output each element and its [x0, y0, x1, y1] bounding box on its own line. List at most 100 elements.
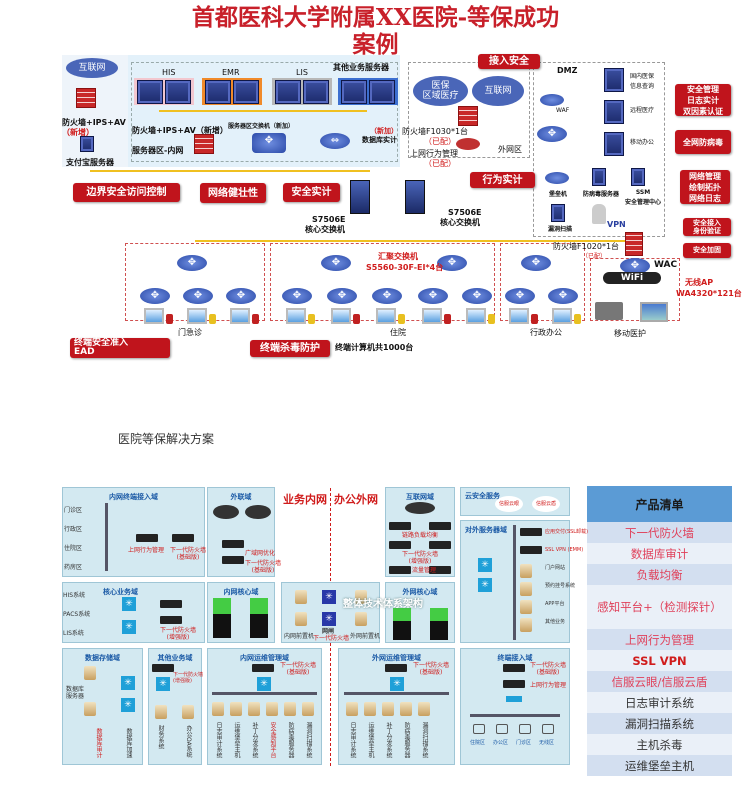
his-label: HIS: [162, 68, 176, 77]
area-label: 门诊区: [516, 740, 532, 746]
area-label: 住院区: [64, 545, 83, 552]
switch-icon: ✳: [121, 676, 135, 690]
panel-title: 内网终端接入域: [109, 493, 158, 501]
service-icon: [520, 618, 532, 632]
product-list-header: 产品清单: [587, 486, 732, 522]
product-item: 负载均衡: [587, 564, 732, 585]
product-item: 信服云眼/信服云盾: [587, 671, 732, 692]
server-icon: [155, 705, 167, 719]
behavior-mgmt-label: 上网行为管理: [410, 149, 458, 158]
zone-inpatient-label: 住院: [390, 328, 406, 337]
callout-robust: 网络健壮性: [200, 183, 266, 203]
pc-icon: [286, 308, 306, 324]
firewall-device-icon: [385, 664, 407, 672]
oa-label: 办公OA系统: [185, 725, 192, 758]
pc-icon: [422, 308, 442, 324]
service-icon: [520, 528, 542, 536]
wac-label: WAC: [654, 260, 678, 270]
lis-servers: [272, 78, 332, 105]
shield-icon: [398, 314, 405, 324]
wan-opt-icon: [222, 540, 244, 548]
traffic-label: 流量管理: [412, 567, 437, 574]
panel-title: 其他业务域: [157, 654, 193, 662]
shield-icon: [488, 314, 495, 324]
panel-title: 互联网域: [406, 493, 434, 501]
shield-icon: [353, 314, 360, 324]
tablet-icon: [595, 302, 623, 320]
firewall-icon: [625, 232, 643, 256]
panel-title: 数据存储域: [85, 654, 120, 662]
cloud-icon: [245, 505, 271, 519]
switch-icon: ✥: [537, 126, 567, 142]
switch-icon: ✥: [252, 133, 286, 153]
firewall-device-icon: [252, 664, 274, 672]
bus-bar: [513, 525, 516, 640]
link-line: [90, 170, 370, 172]
server-icon: [182, 705, 194, 719]
office-extranet-label: 办公外网: [334, 493, 378, 506]
core-item: LIS系统: [63, 630, 84, 637]
panel-title: 外网核心域: [402, 588, 438, 596]
access-switch-icon: ✥: [505, 288, 535, 304]
core-item: PACS系统: [63, 611, 91, 618]
user-icon: [592, 204, 606, 224]
zone-admin-label: 行政办公: [530, 328, 562, 337]
product-item: 主机杀毒: [587, 734, 732, 755]
server-icon: [355, 612, 367, 626]
panel-title: 外网运维管理域: [372, 654, 421, 662]
pc-icon: [187, 308, 207, 324]
server-icon: [631, 168, 645, 186]
db-audit-label: 数据库实计: [362, 136, 397, 144]
firewall-label: 防火墙+IPS+AV: [62, 118, 126, 127]
vuln-scan-label: 漏洞扫描: [548, 226, 573, 233]
bus-bar: [105, 503, 108, 571]
server-zone-border: [131, 62, 398, 162]
shield-icon: [308, 314, 315, 324]
ssm-label: SSM 安全管理中心: [625, 189, 662, 206]
callout-mgmt: 安全管理 日志实计 双因素认证: [675, 84, 731, 116]
db-audit-label: 数据库审计: [95, 728, 102, 758]
product-item: 感知平台+（检测探针）: [587, 585, 732, 629]
pc-icon: [552, 308, 572, 324]
ops-item-label: 漏洞扫描系统: [421, 722, 428, 758]
behavior-label: 上网行为管理: [128, 547, 165, 554]
ngfw-label: 下一代防火墙 (基础版): [280, 662, 317, 676]
ngfw-label: 下一代防火墙 (基础版): [245, 560, 282, 574]
ops-device-icon: [364, 702, 376, 716]
wireless-icon: [542, 724, 554, 734]
behavior-mgmt-icon: [456, 138, 480, 150]
dmz-server-label: 远程医疗: [630, 107, 655, 114]
ops-device-icon: [302, 702, 314, 716]
panel-title: 内网核心域: [223, 588, 259, 596]
pc-icon: [144, 308, 164, 324]
watermark: 整体技术体系架构: [343, 599, 423, 610]
ops-device-icon: [400, 702, 412, 716]
bus-bar: [470, 714, 560, 717]
pc-icon: [519, 724, 531, 734]
configured-label: （已配）: [582, 253, 607, 260]
terminals-label: 终端计算机共1000台: [335, 343, 414, 352]
switch-icon: ✳: [257, 677, 271, 691]
server-icon: [295, 612, 307, 626]
core-switch-icon: [350, 180, 370, 214]
pc-icon: [331, 308, 351, 324]
configured-label: （已配）: [424, 159, 456, 168]
ops-item-label: 运维堡垒主机: [367, 722, 374, 758]
server-icon: [355, 590, 367, 604]
switch-icon: ✳: [121, 698, 135, 712]
server-icon: [604, 132, 624, 156]
callout-ead: 终端安全准入 EAD: [70, 338, 170, 358]
firewall-device-icon: [160, 616, 182, 624]
waf-icon: [540, 94, 564, 106]
gap-label: 网闸: [322, 628, 335, 635]
ops-device-icon: [248, 702, 260, 716]
other-servers-label: 其他业务服务器: [333, 63, 389, 72]
biz-intranet-label: 业务内网: [283, 493, 327, 506]
access-switch-icon: ✥: [183, 288, 213, 304]
cloud1: 信服云眼: [495, 496, 523, 512]
firewall-device-icon: [160, 600, 182, 608]
service-icon: [520, 600, 532, 614]
fw-f1030-label: 防火墙F1030*1台: [402, 127, 469, 136]
waf-label: WAF: [556, 107, 570, 114]
service-label: 其他业务: [545, 619, 566, 625]
